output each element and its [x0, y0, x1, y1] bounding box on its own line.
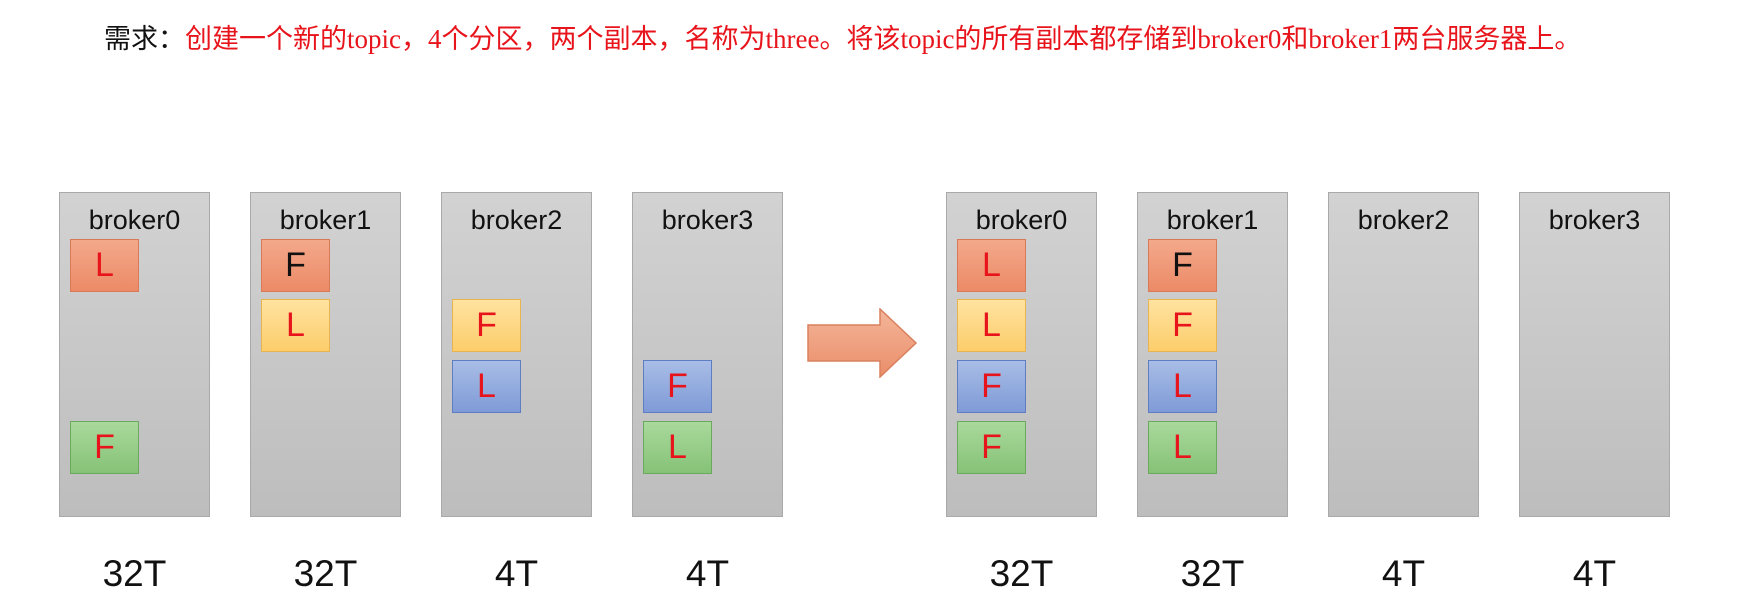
after-broker-3: broker3 — [1519, 192, 1670, 517]
replica-partition-1-leader: L — [261, 299, 330, 352]
requirement-body: 创建一个新的topic，4个分区，两个副本，名称为three。将该topic的所… — [185, 24, 1582, 54]
replica-partition-3-follower: F — [957, 421, 1026, 474]
right-arrow-icon — [807, 308, 917, 378]
replica-partition-2-leader: L — [1148, 360, 1217, 413]
broker-name: broker3 — [1548, 205, 1641, 235]
after-broker-2: broker2 — [1328, 192, 1479, 517]
broker-name: broker3 — [661, 205, 754, 235]
broker-name: broker1 — [279, 205, 372, 235]
broker-capacity: 4T — [685, 553, 730, 594]
replica-partition-3-leader: L — [1148, 421, 1217, 474]
replica-partition-0-leader: L — [70, 239, 139, 292]
replica-partition-1-follower: F — [1148, 299, 1217, 352]
requirement-text: 需求：创建一个新的topic，4个分区，两个副本，名称为three。将该topi… — [52, 14, 1732, 64]
broker-name: broker2 — [1357, 205, 1450, 235]
broker-capacity: 32T — [989, 553, 1054, 594]
replica-partition-0-leader: L — [957, 239, 1026, 292]
replica-partition-0-follower: F — [1148, 239, 1217, 292]
replica-partition-3-follower: F — [70, 421, 139, 474]
replica-partition-0-follower: F — [261, 239, 330, 292]
broker-name: broker0 — [88, 205, 181, 235]
replica-partition-1-follower: F — [452, 299, 521, 352]
replica-partition-2-follower: F — [957, 360, 1026, 413]
broker-capacity: 32T — [102, 553, 167, 594]
replica-partition-3-leader: L — [643, 421, 712, 474]
requirement-label: 需求： — [104, 24, 185, 54]
replica-partition-2-follower: F — [643, 360, 712, 413]
broker-capacity: 4T — [494, 553, 539, 594]
broker-name: broker2 — [470, 205, 563, 235]
broker-name: broker1 — [1166, 205, 1259, 235]
broker-capacity: 4T — [1572, 553, 1617, 594]
broker-capacity: 4T — [1381, 553, 1426, 594]
replica-partition-2-leader: L — [452, 360, 521, 413]
replica-partition-1-leader: L — [957, 299, 1026, 352]
broker-capacity: 32T — [293, 553, 358, 594]
broker-name: broker0 — [975, 205, 1068, 235]
broker-capacity: 32T — [1180, 553, 1245, 594]
